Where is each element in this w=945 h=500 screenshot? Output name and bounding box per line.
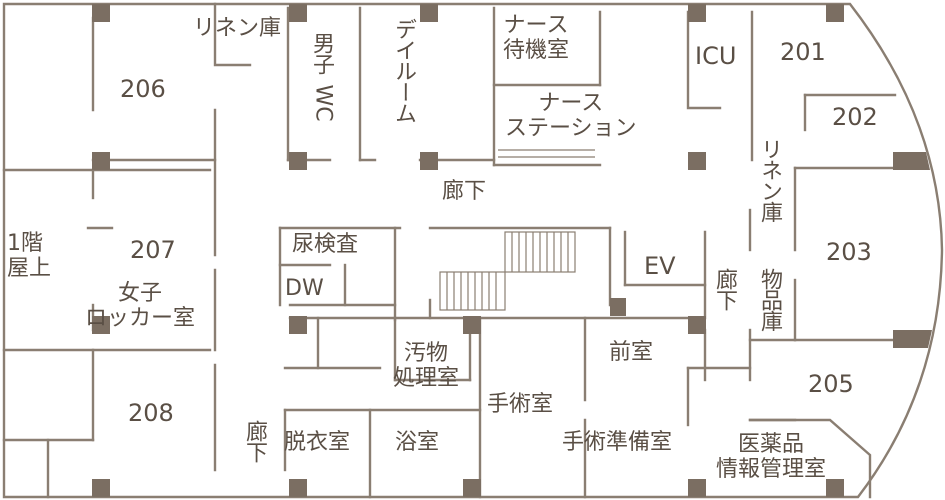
room-ev: EV bbox=[644, 252, 676, 280]
room-nurse-station: ナース ステーション bbox=[505, 91, 637, 141]
room-208: 208 bbox=[128, 399, 174, 427]
room-203: 203 bbox=[826, 238, 872, 266]
room-mens-wc-label-2: WC bbox=[310, 84, 336, 122]
corridor-right: 廊下 bbox=[712, 268, 737, 310]
room-linen-storage-right: リネン庫 bbox=[757, 138, 782, 222]
pillars bbox=[92, 4, 932, 497]
room-202: 202 bbox=[832, 103, 878, 131]
room-bathroom: 浴室 bbox=[395, 430, 440, 455]
room-icu: ICU bbox=[695, 42, 737, 70]
room-dw: DW bbox=[285, 276, 324, 301]
room-206: 206 bbox=[120, 75, 166, 103]
room-medical-info: 医薬品 情報管理室 bbox=[716, 432, 827, 482]
corridor-bottom: 廊下 bbox=[242, 420, 267, 462]
room-207: 207 bbox=[130, 236, 176, 264]
room-supply-storage: 物品庫 bbox=[757, 268, 782, 331]
room-nurse-waiting: ナース 待機室 bbox=[503, 13, 570, 63]
room-urine-test: 尿検査 bbox=[292, 232, 359, 257]
room-day-room: デイルーム bbox=[391, 18, 416, 123]
corridor-main: 廊下 bbox=[442, 179, 487, 204]
room-surgery-prep: 手術準備室 bbox=[562, 430, 673, 455]
room-mens-wc-label-1: 男子 bbox=[309, 32, 334, 74]
room-201: 201 bbox=[780, 38, 826, 66]
room-linen-storage-top: リネン庫 bbox=[193, 16, 282, 41]
roof-first-floor: 1階 屋上 bbox=[7, 231, 52, 281]
room-womens-locker: 女子 ロッカー室 bbox=[85, 281, 196, 331]
room-operating: 手術室 bbox=[487, 392, 554, 417]
room-205: 205 bbox=[808, 370, 854, 398]
room-anteroom: 前室 bbox=[609, 340, 654, 365]
room-soiled-utility: 汚物 処理室 bbox=[393, 341, 460, 391]
stairs bbox=[439, 149, 595, 311]
room-changing: 脱衣室 bbox=[284, 430, 351, 455]
